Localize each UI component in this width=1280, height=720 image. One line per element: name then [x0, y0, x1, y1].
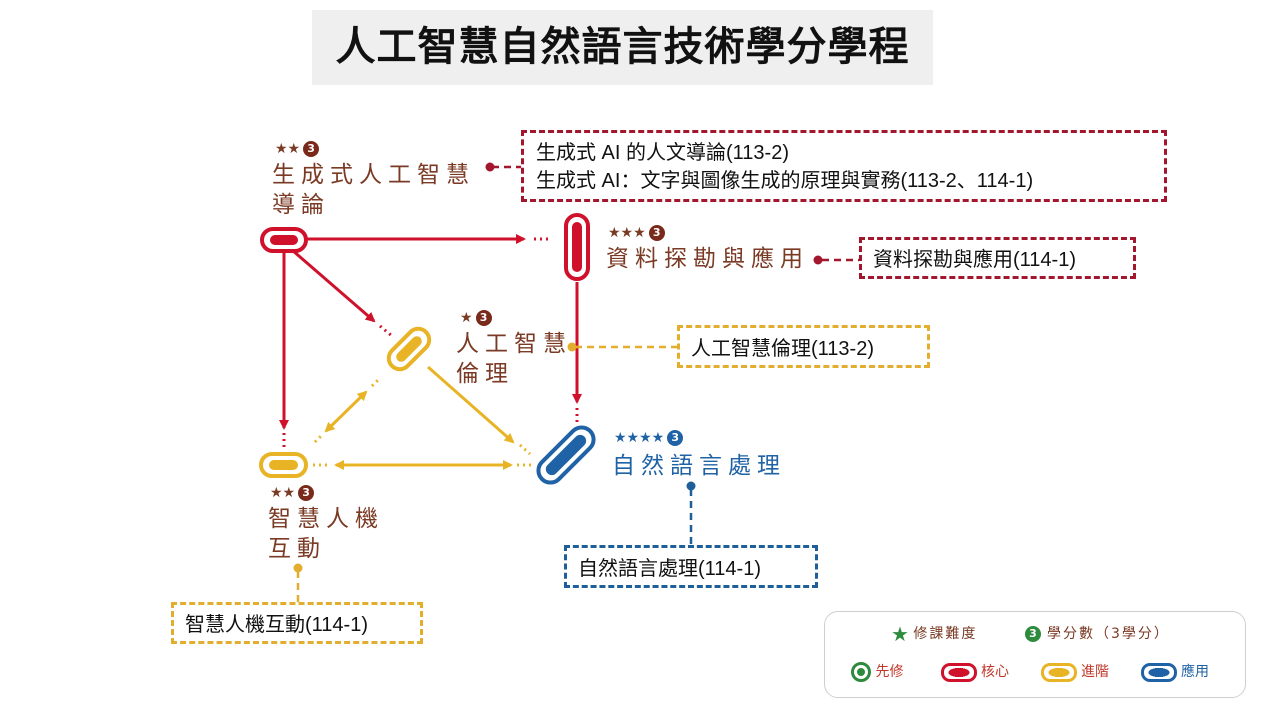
core-pill-icon [941, 662, 977, 682]
course-box-datamining: 資料探勘與應用(114-1) [859, 237, 1136, 279]
course-box-hci: 智慧人機互動(114-1) [171, 602, 423, 644]
arrow-hci-ethics [324, 390, 368, 433]
arrow-ethics-to-nlp [427, 365, 515, 444]
star-icon: ★★★★ [614, 430, 665, 446]
credit-badge: 3 [298, 485, 315, 501]
course-box-genai: 生成式 AI 的人文導論(113-2) 生成式 AI：文字與圖像生成的原理與實務… [521, 130, 1167, 202]
nlp-difficulty: ★★★★3 [614, 429, 684, 447]
genai-node-title: 生成式人工智慧 導論 [272, 162, 475, 218]
nlp-node-title: 自然語言處理 [612, 453, 786, 479]
star-icon: ★ [891, 622, 909, 646]
credit-badge: 3 [667, 430, 684, 446]
hci-difficulty: ★★3 [270, 484, 315, 502]
course-genai-humanities: 生成式 AI 的人文導論(113-2) [536, 142, 789, 164]
datamining-node-title: 資料探勘與應用 [606, 246, 809, 272]
star-icon: ★★★ [608, 225, 646, 241]
star-icon: ★★ [275, 141, 301, 157]
ethics-difficulty: ★3 [460, 309, 492, 327]
legend-prereq: 先修 [851, 662, 903, 682]
applied-pill-icon [1141, 662, 1177, 682]
star-icon: ★ [460, 310, 473, 326]
genai-difficulty: ★★3 [275, 140, 320, 158]
course-box-ethics: 人工智慧倫理(113-2) [677, 325, 930, 368]
credit-badge: 3 [303, 141, 320, 157]
advanced-pill-icon [1041, 662, 1077, 682]
course-box-nlp: 自然語言處理(114-1) [564, 545, 818, 588]
ethics-node-title: 人工智慧 倫理 [456, 331, 572, 387]
legend-difficulty: ★ 修課難度 [891, 622, 978, 646]
course-genai-principles: 生成式 AI：文字與圖像生成的原理與實務(113-2、114-1) [536, 170, 1034, 192]
arrow-genai-to-ethics [291, 248, 376, 323]
legend-applied: 應用 [1141, 662, 1209, 682]
title-banner [312, 10, 933, 85]
hci-node-title: 智慧人機 互動 [268, 506, 384, 562]
datamining-difficulty: ★★★3 [608, 224, 665, 242]
prereq-icon [851, 662, 871, 682]
credit-badge: 3 [648, 225, 665, 241]
star-icon: ★★ [270, 485, 296, 501]
legend-advanced: 進階 [1041, 662, 1109, 682]
legend-core: 核心 [941, 662, 1009, 682]
credit-icon: 3 [1025, 626, 1041, 642]
page-title: 人工智慧自然語言技術學分學程 [335, 24, 910, 70]
credit-badge: 3 [475, 310, 492, 326]
pill-ethics-advanced [386, 326, 432, 372]
pill-nlp-applied [536, 425, 596, 485]
